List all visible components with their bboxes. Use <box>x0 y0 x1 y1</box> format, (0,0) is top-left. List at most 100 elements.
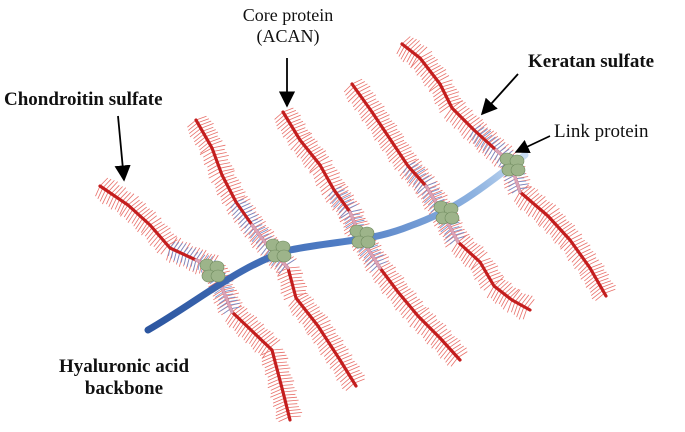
chondroitin-sulfate-chain <box>450 357 459 367</box>
chondroitin-sulfate-chain <box>493 276 505 287</box>
chondroitin-sulfate-chain <box>306 323 317 334</box>
chondroitin-sulfate-chain <box>197 118 210 124</box>
chondroitin-sulfate-chain <box>315 154 327 161</box>
keratan-sulfate-chain <box>251 233 260 242</box>
chondroitin-sulfate-chain <box>289 415 301 418</box>
chondroitin-sulfate-chain <box>357 85 371 93</box>
chondroitin-sulfate-chain <box>277 267 289 274</box>
keratan-sulfate-chain <box>349 209 361 213</box>
hyaluronic-label-line1: Hyaluronic acid <box>58 356 190 377</box>
chondroitin-sulfate-chain <box>453 243 461 255</box>
chondroitin-sulfate-chain <box>591 265 605 272</box>
chondroitin-sulfate-chain <box>135 202 146 213</box>
chondroitin-sulfate-chain <box>381 264 394 272</box>
chondroitin-sulfate-chain <box>280 280 292 287</box>
chondroitin-sulfate-chain <box>313 150 327 158</box>
chondroitin-sulfate-chain <box>554 215 566 224</box>
chondroitin-sulfate-chain <box>351 78 363 85</box>
chondroitin-sulfate-chain <box>584 273 594 282</box>
chondroitin-sulfate-chain <box>295 293 308 296</box>
chondroitin-sulfate-chain <box>411 300 423 309</box>
chondroitin-sulfate-chain <box>307 144 318 151</box>
keratan-sulfate-chain <box>417 185 427 194</box>
chondroitin-sulfate-chain <box>481 260 494 266</box>
chondroitin-sulfate-chain <box>437 98 448 107</box>
chondroitin-sulfate-chain <box>228 182 242 188</box>
chondroitin-sulfate-chain <box>116 187 127 198</box>
chondroitin-sulfate-chain <box>502 297 510 310</box>
chondroitin-sulfate-chain <box>379 262 391 269</box>
chondroitin-sulfate-chain <box>357 247 368 257</box>
chondroitin-sulfate-chain <box>401 168 411 180</box>
chondroitin-sulfate-chain <box>404 37 414 47</box>
keratan-sulfate-chain <box>474 134 480 144</box>
chondroitin-sulfate-chain <box>238 311 249 320</box>
chondroitin-sulfate-chain <box>214 152 227 156</box>
chondroitin-sulfate-chain <box>281 384 293 386</box>
chondroitin-sulfate-chain <box>424 200 436 210</box>
chondroitin-sulfate-chain <box>280 122 291 132</box>
chondroitin-sulfate-chain <box>436 342 445 353</box>
chondroitin-sulfate-chain <box>385 144 395 153</box>
chondroitin-sulfate-chain <box>355 83 368 90</box>
chondroitin-sulfate-chain <box>216 299 228 306</box>
chondroitin-sulfate-chain <box>199 142 210 151</box>
chondroitin-sulfate-chain <box>519 198 528 211</box>
chondroitin-sulfate-chain <box>203 157 216 165</box>
chondroitin-sulfate-chain <box>221 195 234 205</box>
chondroitin-sulfate-chain <box>514 191 521 202</box>
chondroitin-sulfate-chain <box>261 356 274 362</box>
chondroitin-sulfate-chain <box>208 137 221 143</box>
chondroitin-sulfate-chain <box>567 250 579 261</box>
link-proteins-layer <box>199 152 526 283</box>
chondroitin-sulfate-chain <box>581 250 594 258</box>
chondroitin-sulfate-chain <box>264 362 276 369</box>
chondroitin-sulfate-chain <box>275 361 287 364</box>
chondroitin-sulfate-chain <box>208 171 221 179</box>
chondroitin-sulfate-chain <box>125 209 134 221</box>
chondroitin-sulfate-chain <box>451 226 463 231</box>
chondroitin-sulfate-chain <box>410 57 421 69</box>
chondroitin-sulfate-chain <box>219 165 233 169</box>
keratan-sulfate-chain <box>189 248 196 258</box>
chondroitin-sulfate-chain <box>325 351 335 361</box>
chondroitin-sulfate-chain <box>273 354 287 357</box>
chondroitin-sulfate-chain <box>429 187 441 193</box>
chondroitin-sulfate-chain <box>117 201 123 213</box>
chondroitin-sulfate-chain <box>457 351 468 358</box>
chondroitin-sulfate-chain <box>395 142 407 148</box>
chondroitin-sulfate-chain <box>443 232 454 241</box>
chondroitin-sulfate-chain <box>261 359 275 366</box>
link-protein-lobe <box>444 211 460 225</box>
chondroitin-sulfate-chain <box>284 110 297 116</box>
chondroitin-sulfate-chain <box>297 310 307 321</box>
chondroitin-sulfate-chain <box>287 266 300 269</box>
chondroitin-sulfate-chain <box>321 326 334 333</box>
chondroitin-sulfate-chain <box>529 193 540 202</box>
chondroitin-sulfate-chain <box>579 248 591 255</box>
chondroitin-sulfate-chain <box>434 95 447 105</box>
keratan-sulfate-chain <box>517 183 529 186</box>
chondroitin-sulfate-chain <box>108 181 118 192</box>
chondroitin-sulfate-chain <box>478 127 489 135</box>
chondroitin-sulfate-chain <box>249 232 259 242</box>
chondroitin-sulfate-chain <box>400 150 412 156</box>
keratan-sulfate-chain <box>193 259 197 271</box>
chondroitin-sulfate-chain <box>552 213 564 222</box>
chondroitin-sulfate-chain <box>433 89 444 98</box>
chondroitin-sulfate-chain <box>463 127 472 139</box>
chondroitin-sulfate-chain <box>339 354 353 361</box>
chondroitin-sulfate-chain <box>409 315 419 328</box>
chondroitin-sulfate-chain <box>277 270 290 277</box>
chondroitin-sulfate-chain <box>195 261 200 275</box>
chondroitin-sulfate-chain <box>385 270 397 277</box>
chondroitin-sulfate-chain <box>388 131 400 137</box>
chondroitin-sulfate-chain <box>478 276 490 286</box>
chondroitin-sulfate-chain <box>463 113 474 121</box>
keratan-sulfate-chain <box>232 207 241 216</box>
chondroitin-sulfate-chain <box>419 172 430 179</box>
chondroitin-sulfate-chain <box>441 83 453 88</box>
chondroitin-sulfate-chain <box>389 274 402 282</box>
chondroitin-sulfate-chain <box>286 131 296 140</box>
chondroitin-sulfate-chain <box>422 73 433 84</box>
